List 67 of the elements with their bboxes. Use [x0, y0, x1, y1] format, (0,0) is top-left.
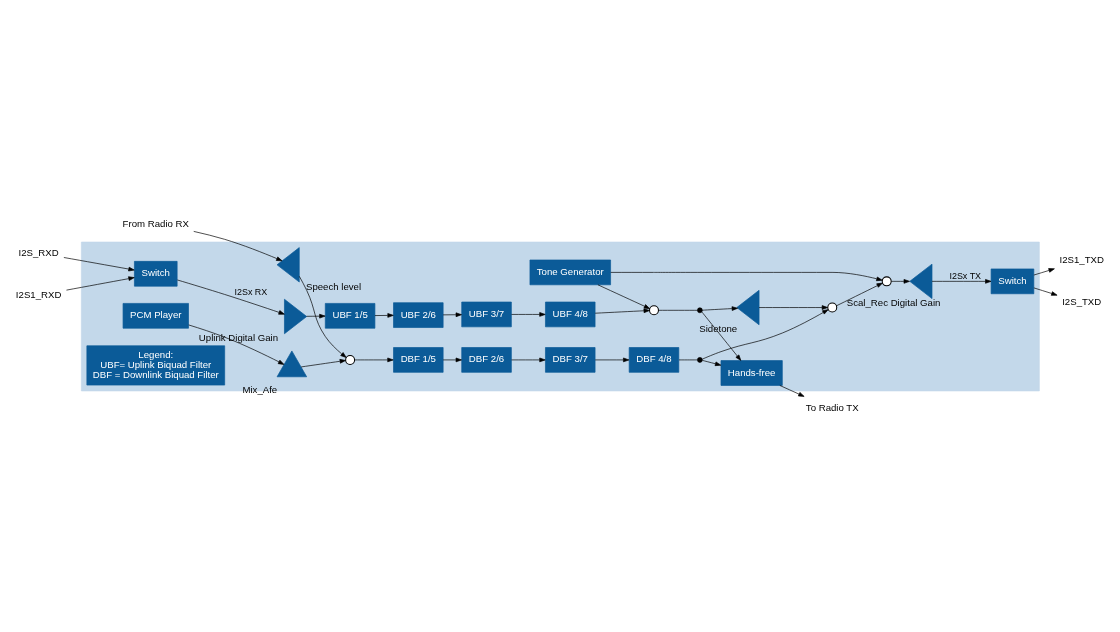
arrow — [511, 357, 546, 362]
node-box: UBF 4/8 — [545, 301, 596, 327]
node-box: Hands-free — [720, 359, 783, 386]
arrow — [63, 256, 135, 271]
arrow — [299, 275, 347, 358]
node-circle — [827, 302, 838, 313]
arrow — [758, 304, 828, 310]
arrow — [188, 324, 285, 365]
arrow — [66, 275, 135, 290]
node-label: Speech level — [306, 280, 362, 292]
arrow — [1033, 287, 1058, 296]
node-text: I2S1_TXD — [1059, 253, 1104, 265]
node-box: DBF 3/7 — [545, 346, 596, 373]
node-box: UBF 1/5 — [324, 302, 376, 329]
node-triangle — [736, 289, 760, 325]
node-text: I2S1_RXD — [15, 288, 62, 300]
arrow — [193, 230, 283, 261]
node-label: Sidetone — [699, 322, 738, 334]
connector — [678, 359, 698, 360]
edge-label: I2Sx RX — [234, 286, 268, 297]
node-label: Scal_Rec Digital Gain — [846, 296, 941, 308]
arrow — [597, 283, 651, 309]
node-text: I2S_TXD — [1062, 295, 1102, 307]
arrow — [177, 279, 285, 315]
arrow — [931, 278, 992, 284]
node-dot — [697, 306, 703, 313]
node-label: Uplink Digital Gain — [198, 331, 279, 343]
arrow — [374, 312, 394, 318]
edge-label: I2Sx TX — [949, 270, 982, 281]
arrow — [610, 271, 883, 281]
arrow — [511, 311, 546, 317]
arrow — [702, 359, 722, 366]
node-box: DBF 4/8 — [628, 346, 680, 373]
arrow — [702, 305, 738, 311]
arrow — [442, 357, 462, 362]
node-circle — [881, 275, 892, 286]
arrow — [1033, 267, 1055, 275]
node-triangle — [909, 263, 933, 299]
arrow — [306, 313, 326, 318]
arrow — [442, 311, 462, 317]
node-box: DBF 1/5 — [393, 346, 444, 373]
arrow — [702, 308, 829, 359]
node-dot — [697, 356, 703, 363]
node-text: I2S_RXD — [18, 246, 59, 258]
node-circle — [345, 354, 356, 365]
arrow — [836, 282, 883, 306]
node-box: PCM Player — [122, 302, 189, 329]
node-box: UBF 2/6 — [393, 301, 444, 328]
node-triangle — [284, 298, 308, 334]
node-box: UBF 3/7 — [461, 301, 512, 327]
node-text: From Radio RX — [122, 217, 189, 229]
arrow — [300, 358, 346, 367]
node-box: DBF 2/6 — [461, 346, 512, 373]
node-label: Mix_Afe — [242, 383, 278, 395]
arrow — [779, 384, 805, 397]
connector — [658, 309, 698, 311]
node-box: Tone Generator — [529, 259, 611, 285]
node-box: Switch — [990, 268, 1035, 294]
arrow — [594, 357, 630, 362]
node-circle — [649, 304, 659, 315]
arrow — [354, 357, 394, 362]
arrow — [890, 278, 910, 284]
node-box: Switch — [134, 260, 178, 287]
node-text: To Radio TX — [805, 401, 859, 413]
node-box: Legend: UBF= Uplink Biquad Filter DBF = Downlink Biquad Filter — [86, 344, 226, 385]
arrow — [594, 308, 650, 314]
arrow — [701, 311, 742, 361]
